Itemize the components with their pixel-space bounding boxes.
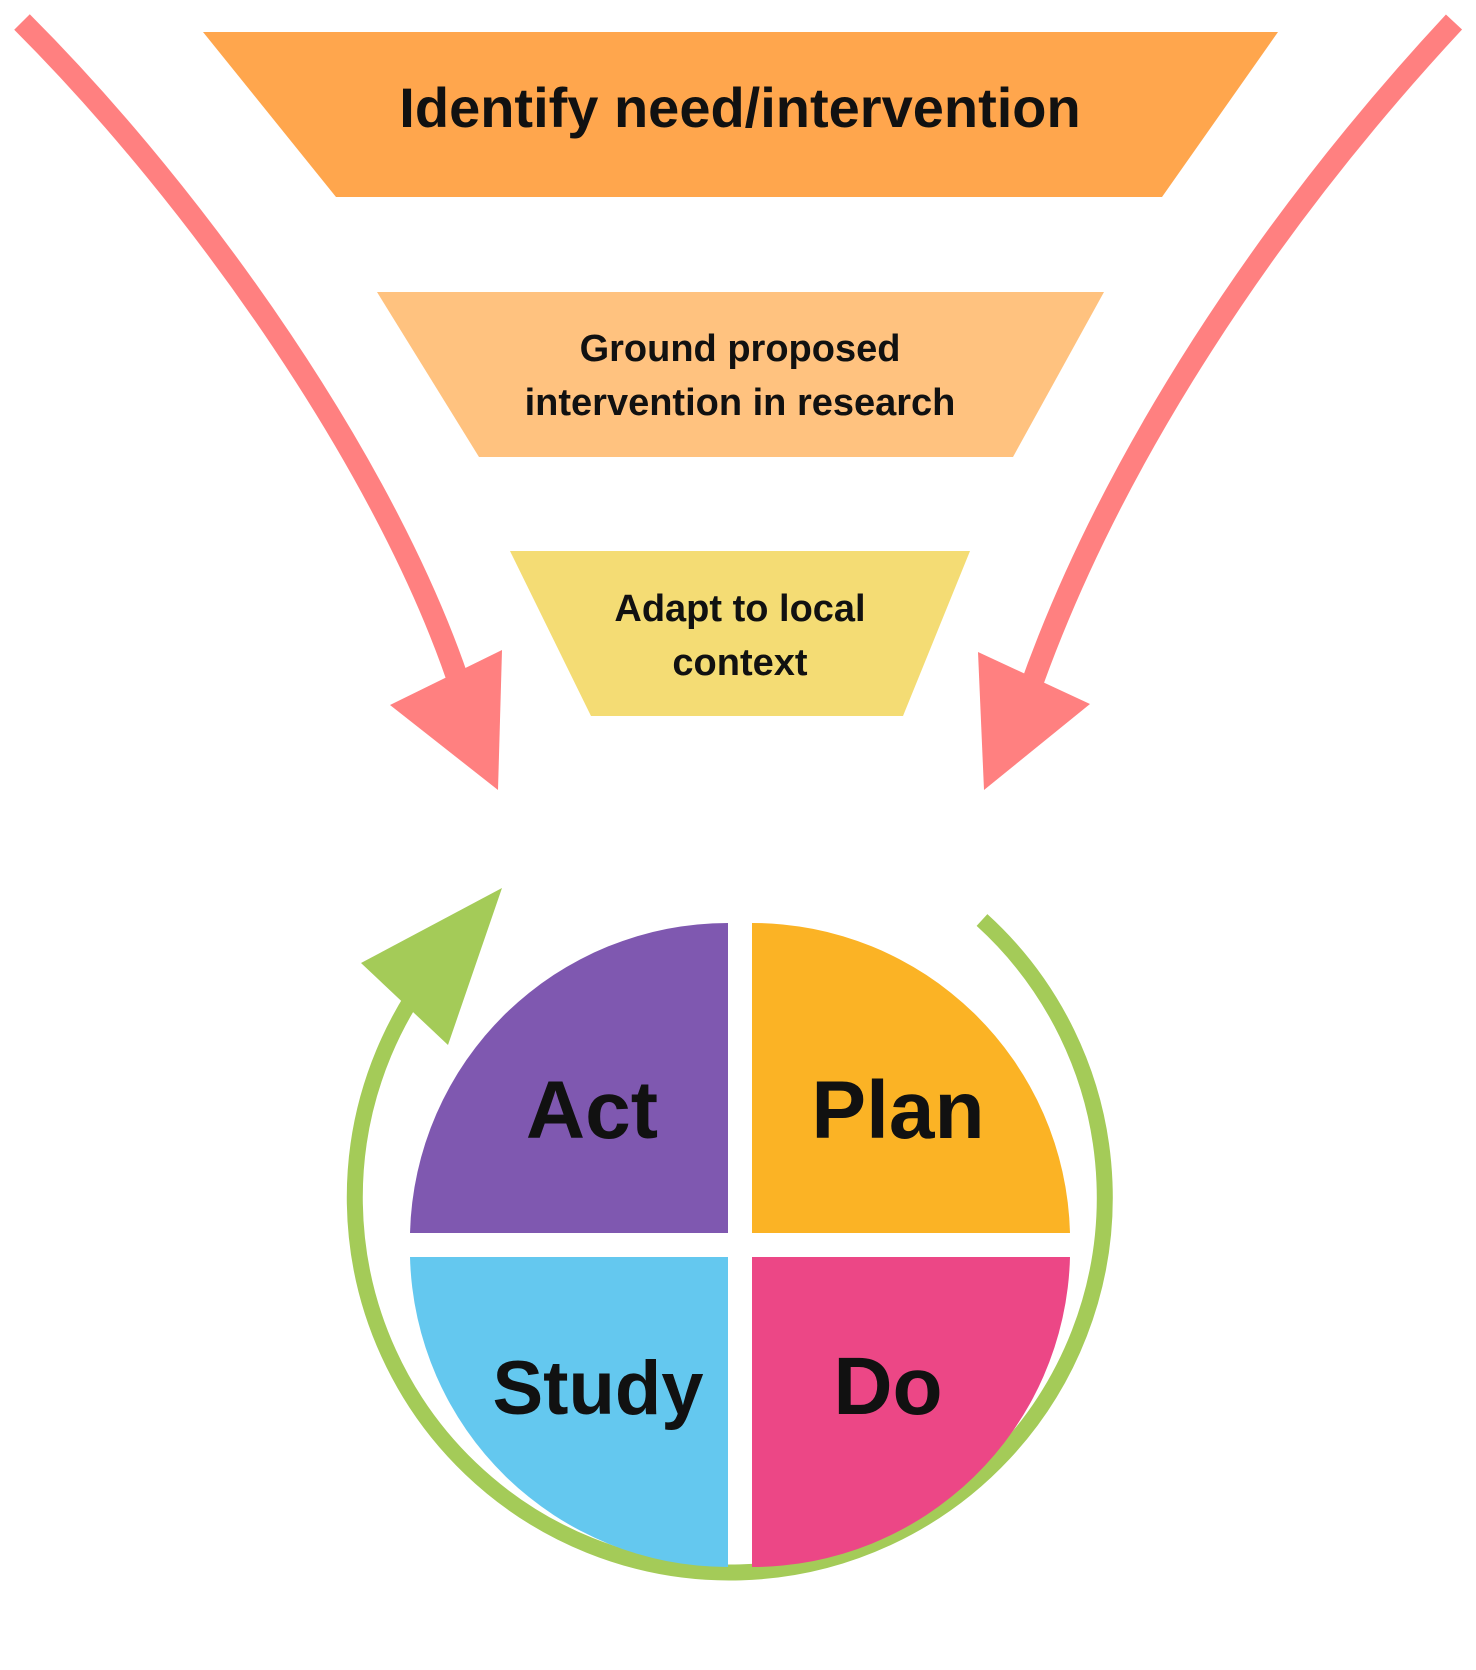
quadrant-act-label: Act	[526, 1065, 658, 1156]
quadrant-study-label: Study	[492, 1346, 703, 1431]
quadrant-plan: Plan	[752, 923, 1070, 1233]
right-arrowhead-icon	[978, 652, 1090, 790]
cycle-arrowhead-icon	[361, 888, 502, 1045]
quadrant-do-shape	[752, 1257, 1070, 1567]
quadrant-study: Study	[410, 1257, 728, 1567]
quadrant-plan-label: Plan	[811, 1065, 984, 1156]
funnel-stage-2-label-line-1: Ground proposed	[580, 328, 901, 370]
left-arrowhead-icon	[390, 650, 502, 790]
quadrant-act: Act	[410, 923, 728, 1233]
funnel-stage-ground: Ground proposed intervention in research	[377, 292, 1104, 457]
quadrant-plan-shape	[752, 923, 1070, 1233]
funnel-stage-3-label-line-2: context	[672, 642, 807, 684]
cycle-ring	[346, 914, 1113, 1581]
left-arrow-shaft	[14, 14, 473, 696]
quadrant-act-shape	[410, 923, 728, 1233]
funnel-stage-3-shape	[510, 551, 970, 716]
quadrant-study-shape	[410, 1257, 728, 1567]
funnel-stage-adapt: Adapt to local context	[510, 551, 970, 716]
left-funnel-arrow	[14, 14, 502, 790]
funnel-stage-2-shape	[377, 292, 1104, 457]
funnel-stage-2-label-line-2: intervention in research	[525, 382, 956, 424]
right-arrow-shaft	[1017, 14, 1463, 699]
quadrant-do-label: Do	[833, 1341, 942, 1432]
right-funnel-arrow	[978, 14, 1463, 790]
funnel-stage-1-label: Identify need/intervention	[399, 76, 1080, 139]
funnel-stage-3-label-line-1: Adapt to local	[614, 588, 865, 630]
funnel-stage-1-shape	[203, 32, 1278, 197]
funnel-stage-identify: Identify need/intervention	[203, 32, 1278, 197]
quadrant-do: Do	[752, 1257, 1070, 1567]
cycle-ring-arrow	[346, 888, 1113, 1581]
